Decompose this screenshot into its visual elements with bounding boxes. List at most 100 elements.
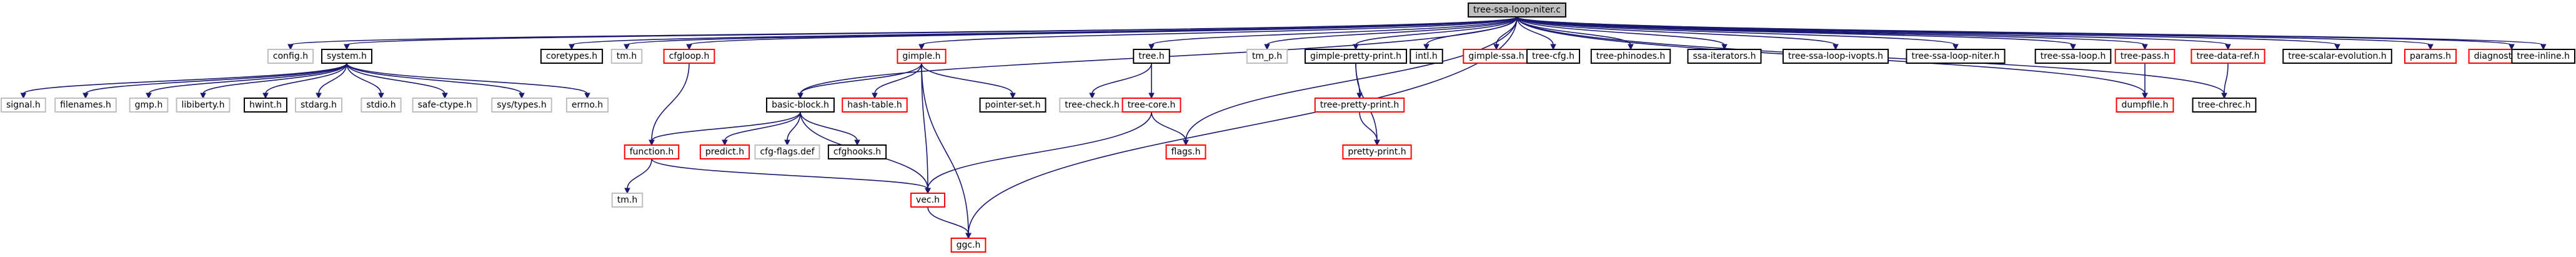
node-sys-types-h[interactable]: sys/types.h <box>491 98 552 113</box>
edge-arrow <box>797 63 922 99</box>
node-label: tree-chrec.h <box>2198 100 2251 110</box>
node-tree-data-ref-h[interactable]: tree-data-ref.h <box>2191 49 2265 64</box>
node-pretty-print-h[interactable]: pretty-print.h <box>1342 144 1412 159</box>
node-signal-h[interactable]: signal.h <box>1 98 46 113</box>
node-label: tree-ssa-loop-ivopts.h <box>1788 51 1883 61</box>
node-tree-ssa-loop-h[interactable]: tree-ssa-loop.h <box>2034 49 2112 64</box>
node-tree-pass-h[interactable]: tree-pass.h <box>2114 49 2176 64</box>
node-system-h[interactable]: system.h <box>321 49 372 64</box>
node-label: pointer-set.h <box>985 100 1041 110</box>
node-config-h[interactable]: config.h <box>267 49 314 64</box>
node-box <box>754 144 820 159</box>
node-predict-h[interactable]: predict.h <box>699 144 750 159</box>
node-params-h[interactable]: params.h <box>2404 49 2457 64</box>
node-tree-pretty-print-h[interactable]: tree-pretty-print.h <box>1314 98 1405 113</box>
node-vec-h[interactable]: vec.h <box>910 193 945 208</box>
node-function-h[interactable]: function.h <box>624 144 680 159</box>
node-ggc-h[interactable]: ggc.h <box>950 238 987 253</box>
node-box <box>897 49 947 64</box>
node-box <box>54 98 117 113</box>
node-hash-table-h[interactable]: hash-table.h <box>842 98 908 113</box>
edge-arrow <box>784 111 801 146</box>
node-label: tree-ssa-loop-niter.h <box>1911 51 1999 61</box>
edge-arrow <box>1516 16 1728 51</box>
node-tree-ssa-loop-niter-h[interactable]: tree-ssa-loop-niter.h <box>1906 49 2006 64</box>
node-label: ssa-iterators.h <box>1693 51 1756 61</box>
node-gimple-ssa-h[interactable]: gimple-ssa.h <box>1463 49 1530 64</box>
node-safe-ctype-h[interactable]: safe-ctype.h <box>412 98 478 113</box>
edge-arrow <box>1148 63 1155 99</box>
node-box <box>1246 49 1288 64</box>
node-flags-h[interactable]: flags.h <box>1165 144 1206 159</box>
node-tm-p-h[interactable]: tm_p.h <box>1246 49 1288 64</box>
node-box <box>565 98 609 113</box>
node-tree-h[interactable]: tree.h <box>1133 49 1170 64</box>
node-label: signal.h <box>6 100 41 110</box>
node-label: intl.h <box>1415 51 1437 61</box>
edge-arrow <box>1264 16 1518 51</box>
edge-arrow <box>800 111 860 146</box>
node-tree-core-h[interactable]: tree-core.h <box>1121 98 1181 113</box>
node-tm-h[interactable]: tm.h <box>611 193 644 208</box>
node-box <box>611 193 644 208</box>
edge-arrow <box>1516 16 1556 51</box>
node-label: tm_p.h <box>1252 51 1282 61</box>
node-label: predict.h <box>705 147 744 157</box>
node-box <box>1314 98 1405 113</box>
node-gimple-pretty-print-h[interactable]: gimple-pretty-print.h <box>1304 49 1408 64</box>
node-box <box>827 144 887 159</box>
node-cfghooks-h[interactable]: cfghooks.h <box>827 144 887 159</box>
node-box <box>361 98 402 113</box>
edge-arrow <box>624 158 652 194</box>
node-gmp-h[interactable]: gmp.h <box>129 98 169 113</box>
node-filenames-h[interactable]: filenames.h <box>54 98 117 113</box>
node-coretypes-h[interactable]: coretypes.h <box>540 49 604 64</box>
node-box <box>1906 49 2006 64</box>
node-tm-h[interactable]: tm.h <box>610 49 643 64</box>
node-box <box>979 98 1047 113</box>
node-tree-inline-h[interactable]: tree-inline.h <box>2511 49 2575 64</box>
node-tree-phinodes-h[interactable]: tree-phinodes.h <box>1590 49 1671 64</box>
node-tree-ssa-loop-niter-c[interactable]: tree-ssa-loop-niter.c <box>1468 3 1566 18</box>
node-pointer-set-h[interactable]: pointer-set.h <box>979 98 1047 113</box>
node-label: stdio.h <box>366 100 395 110</box>
node-tree-ssa-loop-ivopts-h[interactable]: tree-ssa-loop-ivopts.h <box>1782 49 1889 64</box>
node-label: hwint.h <box>249 100 282 110</box>
node-basic-block-h[interactable]: basic-block.h <box>766 98 835 113</box>
node-box <box>267 49 314 64</box>
node-box <box>2282 49 2392 64</box>
node-box <box>412 98 478 113</box>
edge-arrow <box>82 63 347 99</box>
node-libiberty-h[interactable]: libiberty.h <box>176 98 231 113</box>
edge-arrow <box>200 63 347 99</box>
node-tree-chrec-h[interactable]: tree-chrec.h <box>2192 98 2257 113</box>
node-box <box>540 49 604 64</box>
edge-arrow <box>1089 63 1152 99</box>
node-box <box>1590 49 1671 64</box>
node-cfgloop-h[interactable]: cfgloop.h <box>663 49 715 64</box>
node-box <box>2034 49 2112 64</box>
node-errno-h[interactable]: errno.h <box>565 98 609 113</box>
node-hwint-h[interactable]: hwint.h <box>244 98 287 113</box>
edge-arrow <box>921 63 1016 99</box>
edge-arrow <box>1516 16 2231 51</box>
node-box <box>491 98 552 113</box>
node-ssa-iterators-h[interactable]: ssa-iterators.h <box>1687 49 1762 64</box>
edge-arrow <box>344 16 1518 51</box>
node-label: ggc.h <box>957 240 981 250</box>
node-intl-h[interactable]: intl.h <box>1410 49 1443 64</box>
node-stdio-h[interactable]: stdio.h <box>361 98 402 113</box>
node-tree-cfg-h[interactable]: tree-cfg.h <box>1526 49 1581 64</box>
node-gimple-h[interactable]: gimple.h <box>897 49 947 64</box>
node-label: errno.h <box>572 100 603 110</box>
edge-arrow <box>1183 16 1518 146</box>
node-label: tree-scalar-evolution.h <box>2288 51 2387 61</box>
node-tree-check-h[interactable]: tree-check.h <box>1059 98 1125 113</box>
node-label: tm.h <box>617 51 637 61</box>
edge-arrow <box>1516 16 2547 51</box>
node-stdarg-h[interactable]: stdarg.h <box>295 98 342 113</box>
node-dumpfile-h[interactable]: dumpfile.h <box>2116 98 2174 113</box>
node-label: sys/types.h <box>497 100 546 110</box>
node-cfg-flags-def[interactable]: cfg-flags.def <box>754 144 820 159</box>
node-tree-scalar-evolution-h[interactable]: tree-scalar-evolution.h <box>2282 49 2392 64</box>
